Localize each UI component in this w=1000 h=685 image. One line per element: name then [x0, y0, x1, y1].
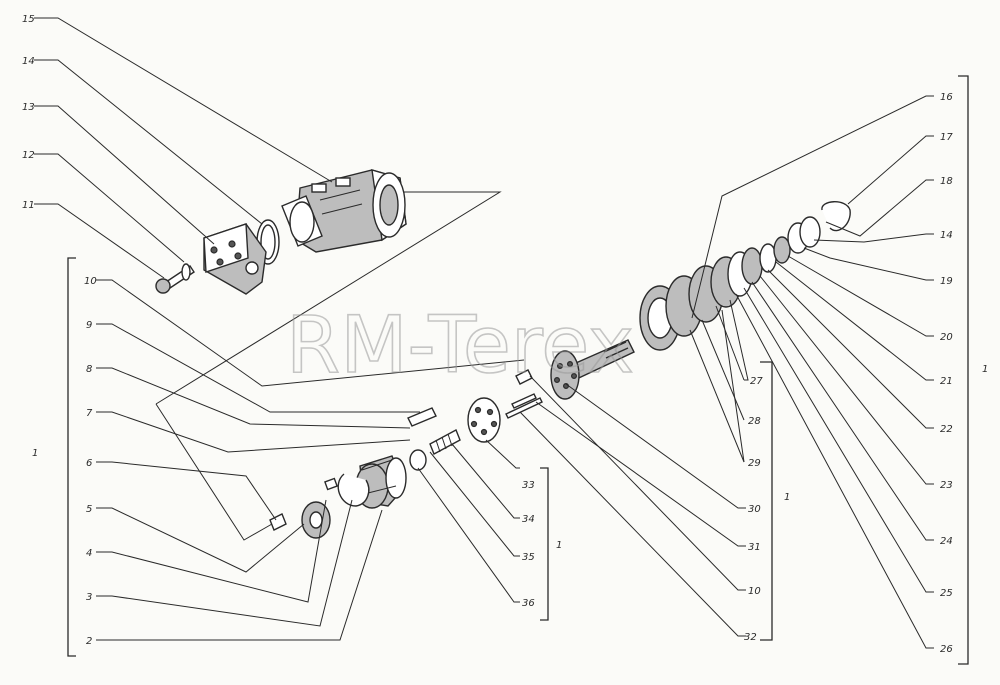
callout-32: 32 [744, 632, 757, 643]
part-bolt [155, 263, 195, 294]
callout-28: 28 [748, 416, 761, 427]
bracket-left [67, 257, 76, 657]
callout-11: 11 [22, 200, 35, 211]
part-flange-block [203, 223, 267, 295]
bracket-right [958, 75, 969, 665]
callout-1-middle: 1 [784, 492, 790, 503]
callout-2: 2 [86, 636, 92, 647]
callout-14-upper: 14 [22, 56, 35, 67]
callout-33: 33 [522, 480, 535, 491]
callout-27: 27 [750, 376, 763, 387]
callout-1-small: 1 [556, 540, 562, 551]
callout-10-left: 10 [84, 276, 97, 287]
callout-5: 5 [86, 504, 92, 515]
callout-4: 4 [86, 548, 92, 559]
part-port-plate [467, 397, 501, 443]
callout-30: 30 [748, 504, 761, 515]
callout-24: 24 [940, 536, 953, 547]
callout-15: 15 [22, 14, 35, 25]
leader-lines [34, 17, 934, 649]
bracket-middle [760, 361, 773, 641]
callout-20: 20 [940, 332, 953, 343]
callout-14-right: 14 [940, 230, 953, 241]
callout-29: 29 [748, 458, 761, 469]
callout-13: 13 [22, 102, 35, 113]
callout-9: 9 [86, 320, 92, 331]
callout-1-right: 1 [982, 364, 988, 375]
part-springs [407, 407, 461, 471]
callout-34: 34 [522, 514, 535, 525]
callout-3: 3 [86, 592, 92, 603]
group-brackets [67, 75, 969, 665]
callout-8: 8 [86, 364, 92, 375]
callout-10-middle: 10 [748, 586, 761, 597]
callout-36: 36 [522, 598, 535, 609]
callout-16: 16 [940, 92, 953, 103]
callout-numbers: 15 14 13 12 11 10 9 8 7 6 5 4 3 2 1 16 1… [22, 14, 988, 655]
callout-6: 6 [86, 458, 92, 469]
callout-22: 22 [940, 424, 953, 435]
callout-25: 25 [940, 588, 953, 599]
part-housing [281, 169, 407, 253]
bracket-small [540, 467, 549, 621]
callout-21: 21 [940, 376, 953, 387]
callout-18: 18 [940, 176, 953, 187]
callout-31: 31 [748, 542, 761, 553]
callout-19: 19 [940, 276, 953, 287]
part-shaft-bearing-stack [550, 201, 851, 400]
callout-17: 17 [940, 132, 953, 143]
callout-1-left: 1 [32, 448, 38, 459]
part-end-plate [269, 477, 338, 539]
callout-35: 35 [522, 552, 535, 563]
part-circlip [337, 473, 370, 507]
callout-23: 23 [940, 480, 953, 491]
callout-26: 26 [940, 644, 953, 655]
watermark-text: RM-Terex [286, 301, 634, 391]
callout-7: 7 [86, 408, 93, 419]
callout-12: 12 [22, 150, 35, 161]
